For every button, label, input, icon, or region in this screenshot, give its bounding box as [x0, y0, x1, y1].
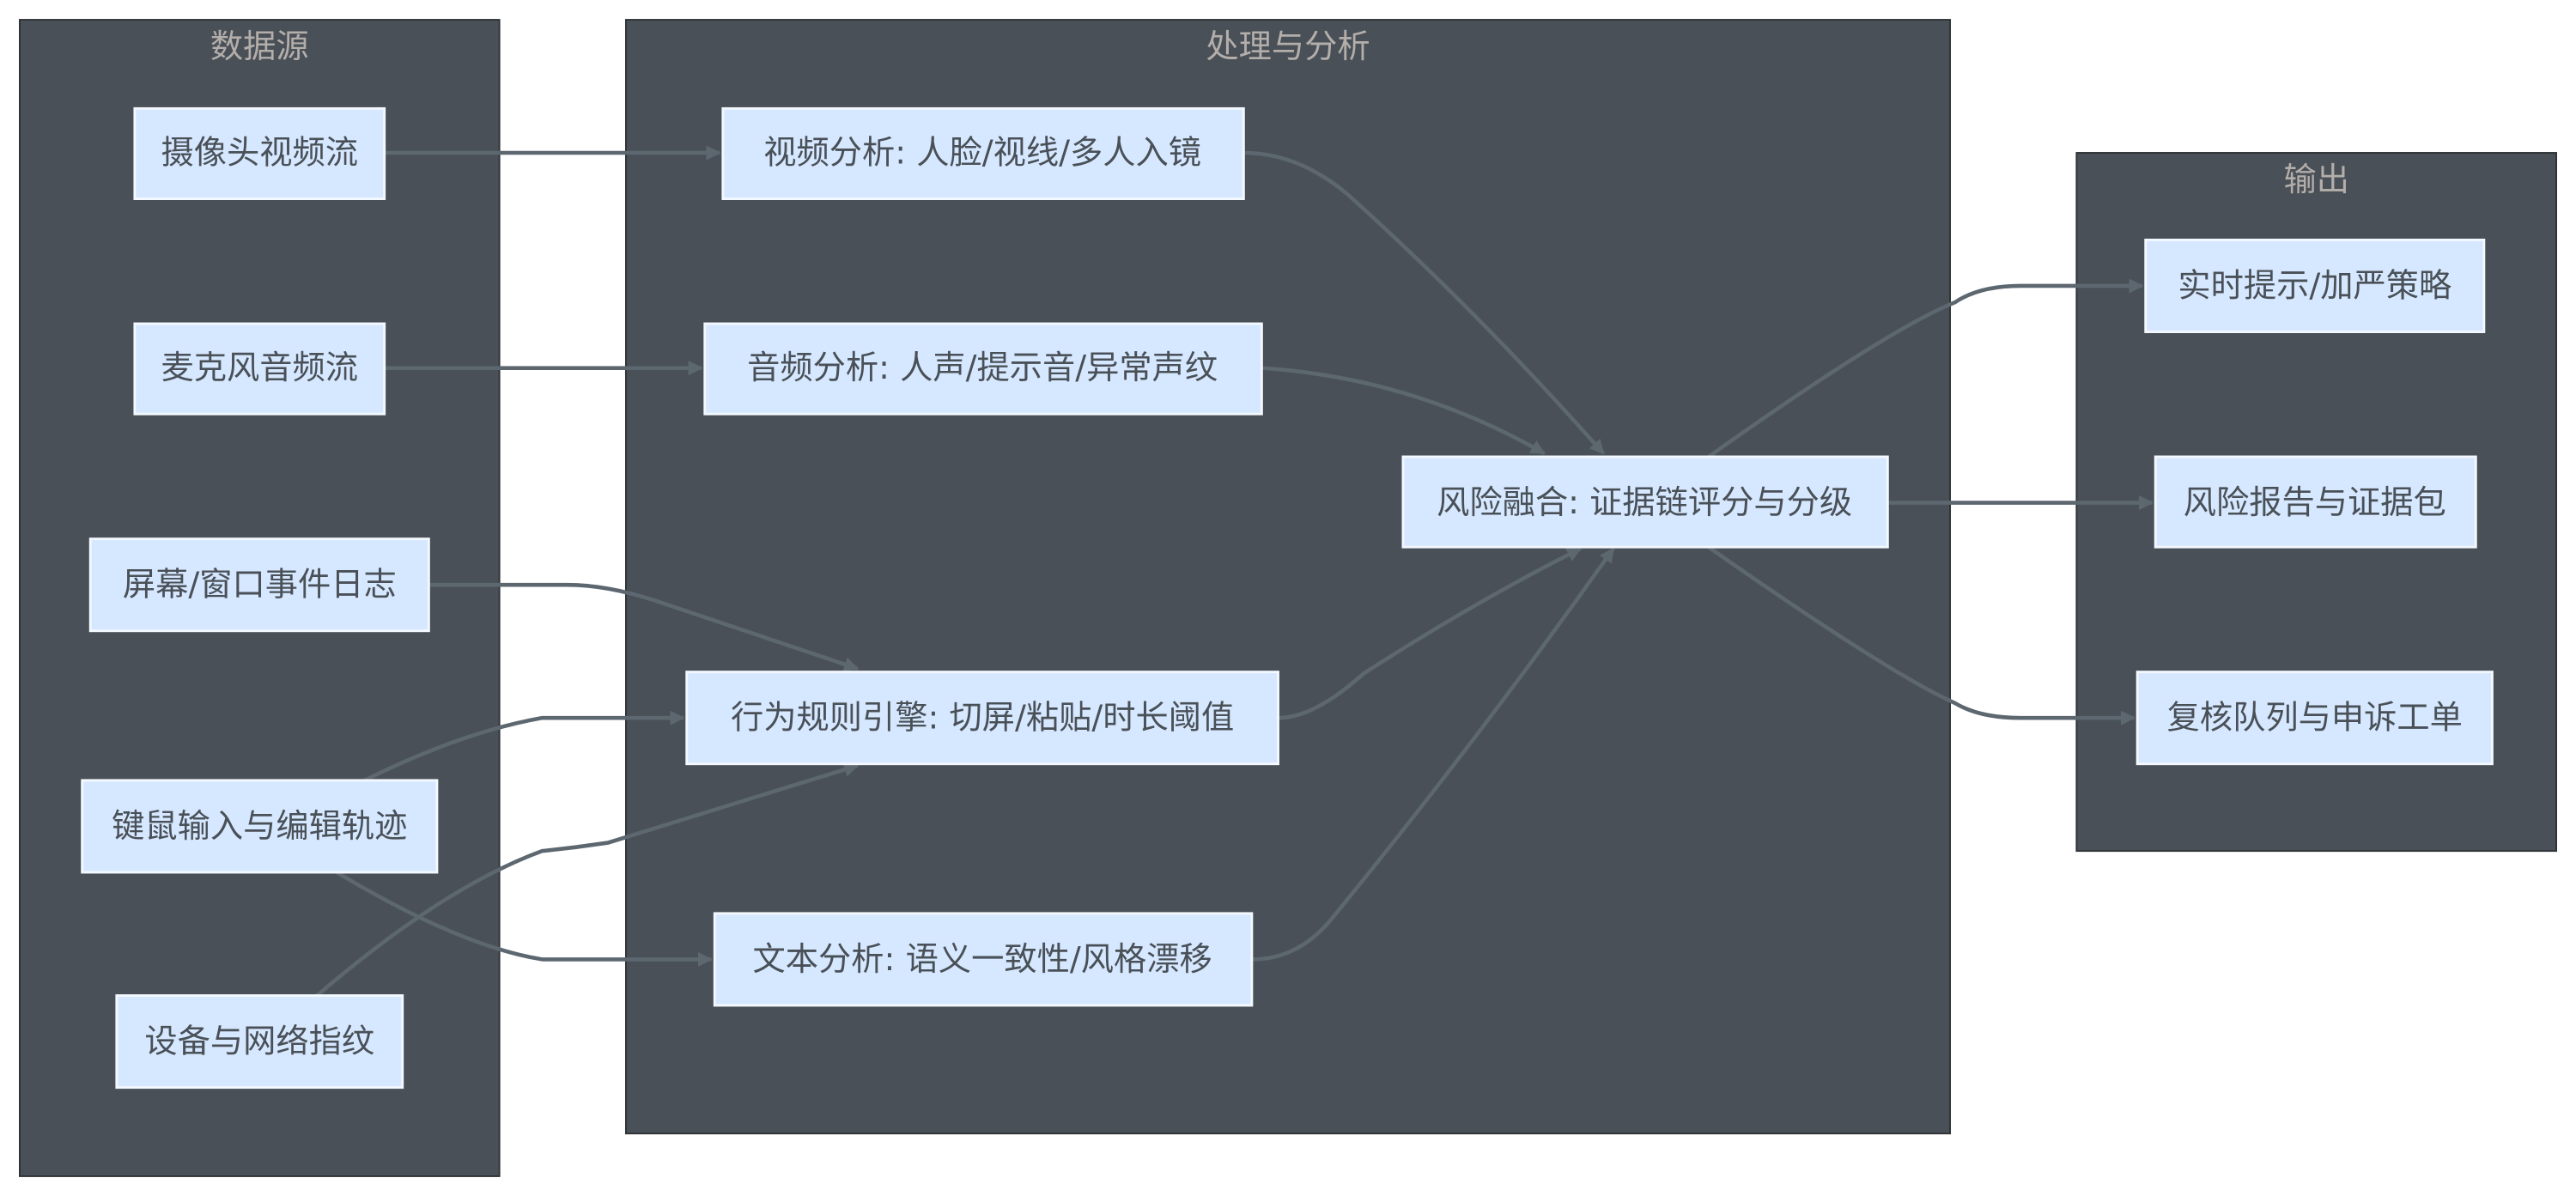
node-screen[interactable]: 屏幕/窗口事件日志: [88, 537, 430, 633]
node-video[interactable]: 视频分析: 人脸/视线/多人入镜: [721, 106, 1245, 201]
node-mic[interactable]: 麦克风音频流: [133, 322, 386, 416]
node-fusion[interactable]: 风险融合: 证据链评分与分级: [1401, 455, 1889, 549]
node-label: 屏幕/窗口事件日志: [123, 566, 397, 604]
node-label: 设备与网络指纹: [144, 1023, 374, 1061]
node-keyboard[interactable]: 键鼠输入与编辑轨迹: [81, 779, 439, 874]
node-label: 视频分析: 人脸/视线/多人入镜: [763, 134, 1201, 173]
node-label: 行为规则引擎: 切屏/粘贴/时长阈值: [731, 699, 1234, 738]
edge-fusion-realtime: [1707, 278, 2144, 458]
node-label: 实时提示/加严策略: [2178, 266, 2451, 305]
node-behavior[interactable]: 行为规则引擎: 切屏/粘贴/时长阈值: [685, 671, 1279, 766]
node-label: 音频分析: 人声/提示音/异常声纹: [747, 349, 1218, 387]
node-realtime[interactable]: 实时提示/加严策略: [2144, 238, 2486, 333]
cluster-title-output: 输出: [2283, 161, 2349, 199]
node-text[interactable]: 文本分析: 语义一致性/风格漂移: [713, 912, 1254, 1007]
node-label: 风险融合: 证据链评分与分级: [1437, 483, 1852, 522]
edge-fusion-review: [1707, 545, 2136, 725]
edge-text-fusion: [1251, 547, 1615, 962]
node-label: 麦克风音频流: [161, 349, 358, 387]
edge-behavior-fusion: [1278, 547, 1583, 720]
node-device[interactable]: 设备与网络指纹: [115, 994, 404, 1090]
node-review[interactable]: 复核队列与申诉工单: [2136, 671, 2494, 766]
edge-video-fusion: [1243, 150, 1606, 455]
node-label: 风险报告与证据包: [2184, 483, 2446, 522]
edges: [315, 145, 2154, 998]
node-label: 复核队列与申诉工单: [2167, 699, 2463, 738]
node-audio[interactable]: 音频分析: 人声/提示音/异常声纹: [703, 322, 1263, 416]
node-report[interactable]: 风险报告与证据包: [2154, 455, 2477, 549]
cluster-title-processing: 处理与分析: [1206, 27, 1370, 66]
node-label: 摄像头视频流: [161, 134, 358, 173]
node-label: 文本分析: 语义一致性/风格漂移: [753, 940, 1212, 979]
node-camera[interactable]: 摄像头视频流: [133, 106, 386, 201]
edge-audio-fusion: [1261, 366, 1546, 456]
edge-keyboard-text: [336, 871, 714, 968]
edge-screen-behavior: [428, 582, 860, 671]
edge-keyboard-behavior: [363, 710, 685, 782]
node-label: 键鼠输入与编辑轨迹: [112, 807, 407, 846]
cluster-title-sources: 数据源: [210, 27, 309, 66]
edge-device-behavior: [315, 762, 860, 998]
